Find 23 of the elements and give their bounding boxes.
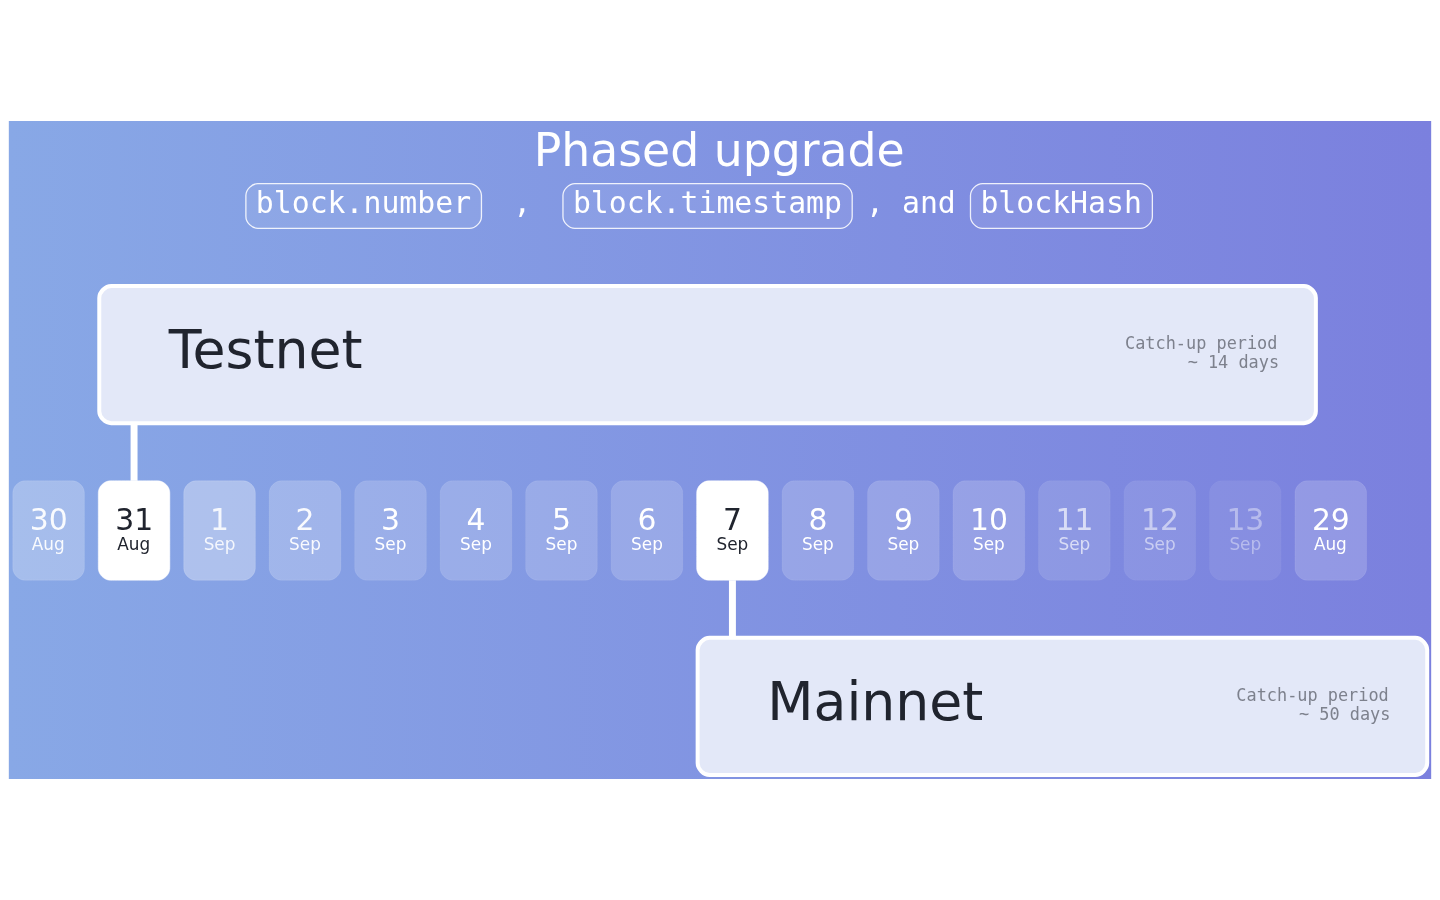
node-box: 1 Sep <box>183 480 256 581</box>
connector <box>728 580 736 638</box>
diagram-title: Phased upgrade <box>533 123 905 177</box>
node-box: 30 Aug <box>12 480 85 581</box>
node-box: 6 Sep <box>610 480 683 581</box>
node-box: 3 Sep <box>354 480 427 581</box>
node-box: 7 Sep <box>696 480 769 581</box>
node-box: block.number <box>245 182 483 229</box>
connector <box>130 423 138 481</box>
label: , and <box>866 185 956 221</box>
node-box: Mainnet Catch-up period ~ 50 days <box>695 635 1430 777</box>
node-box: blockHash <box>969 182 1153 229</box>
node-box: 4 Sep <box>439 480 512 581</box>
node-box: 2 Sep <box>269 480 342 581</box>
node-box: Testnet Catch-up period ~ 14 days <box>97 284 1318 426</box>
node-box: 5 Sep <box>525 480 598 581</box>
node-box: 10 Sep <box>952 480 1025 581</box>
node-box: 9 Sep <box>867 480 940 581</box>
node-box: block.timestamp <box>562 182 853 229</box>
label: , <box>513 185 532 221</box>
node-box: 29 Aug <box>1294 480 1367 581</box>
node-box: 8 Sep <box>781 480 854 581</box>
node-box: 31 Aug <box>98 480 171 581</box>
